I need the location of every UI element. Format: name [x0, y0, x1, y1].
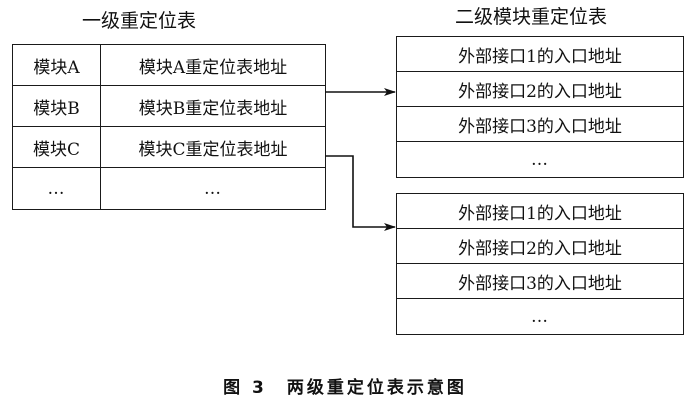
level1-relocation-table: 模块A 模块A重定位表地址 模块B 模块B重定位表地址 模块C 模块C重定位表地…	[12, 44, 326, 210]
level2-relocation-table-module-b: 外部接口1的入口地址 外部接口2的入口地址 外部接口3的入口地址 …	[396, 36, 684, 178]
level1-row-module-b: 模块B 模块B重定位表地址	[12, 85, 326, 127]
level2-entry-cell: 外部接口1的入口地址	[396, 36, 684, 72]
level2-row: 外部接口3的入口地址	[396, 263, 684, 299]
level2-row: 外部接口2的入口地址	[396, 71, 684, 107]
level2-entry-cell: …	[396, 298, 684, 335]
arrow-module-c-to-level2-table	[325, 155, 396, 231]
level1-module-cell: 模块A	[12, 44, 101, 86]
level1-row-ellipsis: … …	[12, 167, 326, 210]
level2-relocation-table-module-c: 外部接口1的入口地址 外部接口2的入口地址 外部接口3的入口地址 …	[396, 193, 684, 335]
level2-entry-cell: 外部接口3的入口地址	[396, 263, 684, 299]
level1-table-title: 一级重定位表	[82, 10, 197, 32]
level2-entry-cell: 外部接口2的入口地址	[396, 71, 684, 107]
level1-module-cell: 模块C	[12, 126, 101, 168]
level2-row: 外部接口1的入口地址	[396, 36, 684, 72]
level2-row-ellipsis: …	[396, 298, 684, 335]
level1-address-cell: 模块C重定位表地址	[100, 126, 326, 168]
level2-row: 外部接口2的入口地址	[396, 228, 684, 264]
level1-address-cell: …	[100, 167, 326, 210]
figure-caption: 图 3 两级重定位表示意图	[223, 378, 467, 398]
level2-entry-cell: 外部接口2的入口地址	[396, 228, 684, 264]
level2-table-title: 二级模块重定位表	[455, 6, 608, 28]
level1-module-cell: 模块B	[12, 85, 101, 127]
level2-entry-cell: …	[396, 141, 684, 178]
level1-address-cell: 模块B重定位表地址	[100, 85, 326, 127]
level1-module-cell: …	[12, 167, 101, 210]
level2-row: 外部接口1的入口地址	[396, 193, 684, 229]
level1-row-module-c: 模块C 模块C重定位表地址	[12, 126, 326, 168]
level2-entry-cell: 外部接口1的入口地址	[396, 193, 684, 229]
level2-row-ellipsis: …	[396, 141, 684, 178]
